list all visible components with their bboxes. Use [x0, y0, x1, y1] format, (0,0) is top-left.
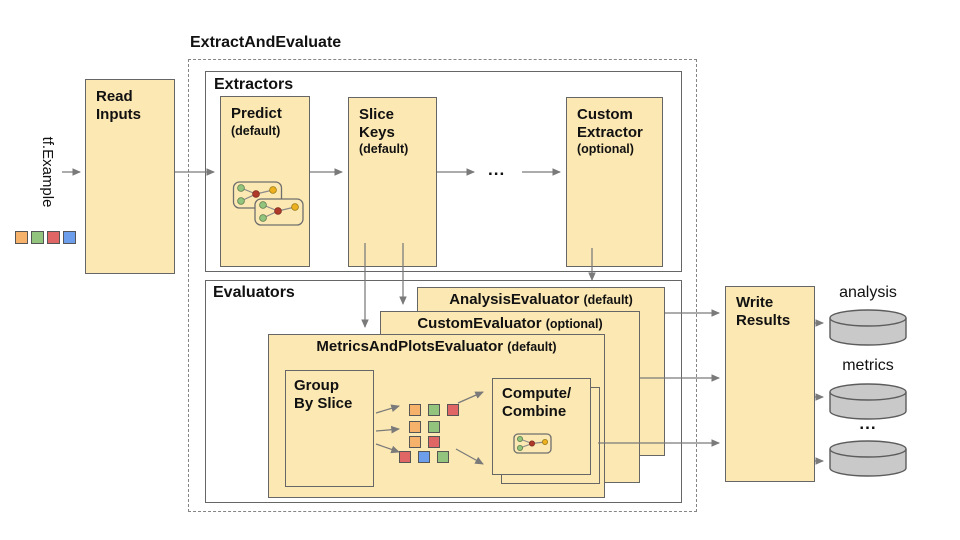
more-database-icon	[829, 440, 907, 477]
compute-combine-box: Compute/ Combine	[492, 378, 591, 475]
custom-extractor-label: Custom Extractor	[577, 106, 643, 141]
metrics-and-plots-evaluator-title: MetricsAndPlotsEvaluator (default)	[316, 338, 557, 355]
blue-square	[63, 231, 76, 244]
custom-evaluator-title: CustomEvaluator (optional)	[417, 315, 603, 332]
extract-and-evaluate-container	[188, 59, 697, 512]
analysis-database-icon	[829, 309, 907, 346]
slice-row-2	[409, 421, 440, 433]
red-square	[447, 404, 459, 416]
slice-keys-extractor-box: Slice Keys (default)	[348, 97, 437, 267]
read-inputs-label: Read Inputs	[96, 88, 141, 123]
predict-qualifier: (default)	[231, 123, 281, 138]
slice-row-3	[409, 436, 440, 448]
analysis-output-label: analysis	[839, 284, 897, 301]
orange-square	[409, 404, 421, 416]
slice-keys-qualifier: (default)	[359, 142, 409, 157]
green-square	[31, 231, 44, 244]
write-results-label: Write Results	[736, 294, 791, 329]
metrics-database-icon	[829, 383, 907, 420]
write-results-box: Write Results	[725, 286, 815, 482]
metrics-output-label: metrics	[842, 357, 894, 374]
custom-extractor-box: Custom Extractor (optional)	[566, 97, 663, 267]
model-graph-icon	[232, 181, 304, 226]
combine-graph-icon	[513, 433, 552, 454]
red-square	[399, 451, 411, 463]
red-square	[47, 231, 60, 244]
analysis-evaluator-title: AnalysisEvaluator (default)	[449, 291, 633, 308]
blue-square	[418, 451, 430, 463]
tf-example-squares	[15, 231, 76, 244]
predict-label: Predict	[231, 105, 282, 122]
red-square	[428, 436, 440, 448]
custom-extractor-qualifier: (optional)	[577, 142, 634, 157]
predict-extractor-box: Predict (default)	[220, 96, 310, 267]
group-by-slice-box: Group By Slice	[285, 370, 374, 487]
slice-row-1	[409, 404, 459, 416]
group-by-slice-label: Group By Slice	[294, 377, 353, 412]
slice-row-4	[399, 451, 449, 463]
extractors-ellipsis: ...	[488, 160, 506, 179]
evaluators-label: Evaluators	[213, 284, 295, 301]
compute-combine-label: Compute/ Combine	[502, 385, 572, 420]
tf-example-label: tf.Example	[39, 136, 56, 208]
read-inputs-box: Read Inputs	[85, 79, 175, 274]
extractors-label: Extractors	[214, 76, 294, 93]
green-square	[437, 451, 449, 463]
metrics-and-plots-evaluator-card: MetricsAndPlotsEvaluator (default) Group…	[268, 334, 605, 498]
orange-square	[409, 436, 421, 448]
green-square	[428, 421, 440, 433]
slice-keys-label: Slice Keys	[359, 106, 395, 141]
diagram-title: ExtractAndEvaluate	[190, 34, 342, 51]
orange-square	[15, 231, 28, 244]
more-outputs-ellipsis: ...	[859, 414, 877, 433]
green-square	[428, 404, 440, 416]
orange-square	[409, 421, 421, 433]
